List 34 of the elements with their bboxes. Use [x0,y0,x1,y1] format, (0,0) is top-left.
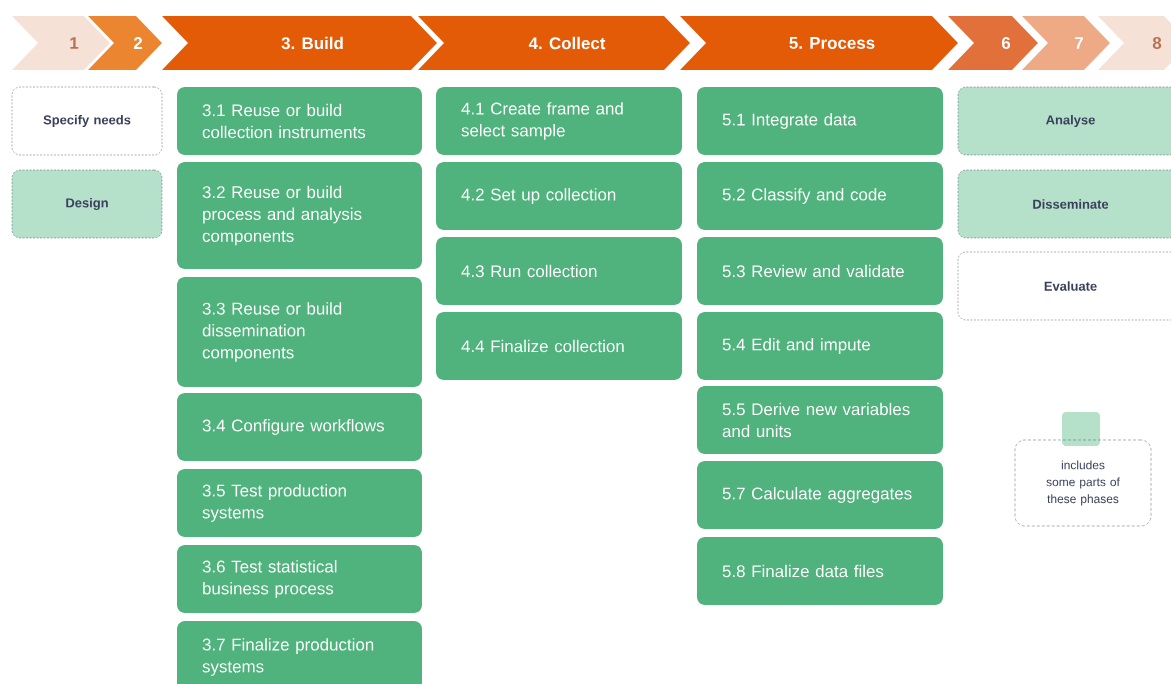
activity-box: 3.5 Test production systems [177,469,422,537]
activity-box: 3.7 Finalize production systems [177,621,422,684]
activity-box: 5.7 Calculate aggregates [697,461,943,529]
phase-box: Design [11,169,163,239]
phase-box: Evaluate [957,251,1171,321]
chevron-band: 4. Collect [418,16,690,70]
activity-box: 3.6 Test statistical business process [177,545,422,613]
activity-box: 3.2 Reuse or build process and analysis components [177,162,422,269]
chevron-band: 7 [1022,16,1110,70]
activity-box: 4.4 Finalize collection [436,312,682,380]
chevron-band: 8 [1098,16,1171,70]
chevron-band: 1 [12,16,110,70]
activity-box: 5.4 Edit and impute [697,312,943,380]
activity-box: 4.2 Set up collection [436,162,682,230]
activity-box: 5.5 Derive new variables and units [697,386,943,454]
phase-box: Specify needs [11,86,163,156]
node-label: 4. Collect [528,36,606,50]
activity-box: 3.1 Reuse or build collection instruments [177,87,422,155]
node-label: 3. Build [281,36,343,50]
activity-box: 3.4 Configure workflows [177,393,422,461]
phase-box: Analyse [957,86,1171,156]
chevron-band: 2 [88,16,162,70]
activity-box: 5.3 Review and validate [697,237,943,305]
phase-box: Disseminate [957,169,1171,239]
activity-box: 5.1 Integrate data [697,87,943,155]
activity-box: 4.3 Run collection [436,237,682,305]
activity-box: 5.2 Classify and code [697,162,943,230]
chevron-band: 3. Build [162,16,437,70]
chevron-band: 5. Process [680,16,958,70]
chevron-band: 6 [948,16,1038,70]
activity-box: 3.3 Reuse or build dissemination components [177,277,422,387]
activity-box: 4.1 Create frame and select sample [436,87,682,155]
activity-box: 5.8 Finalize data files [697,537,943,605]
legend-box: includes some parts of these phases [1014,439,1152,527]
